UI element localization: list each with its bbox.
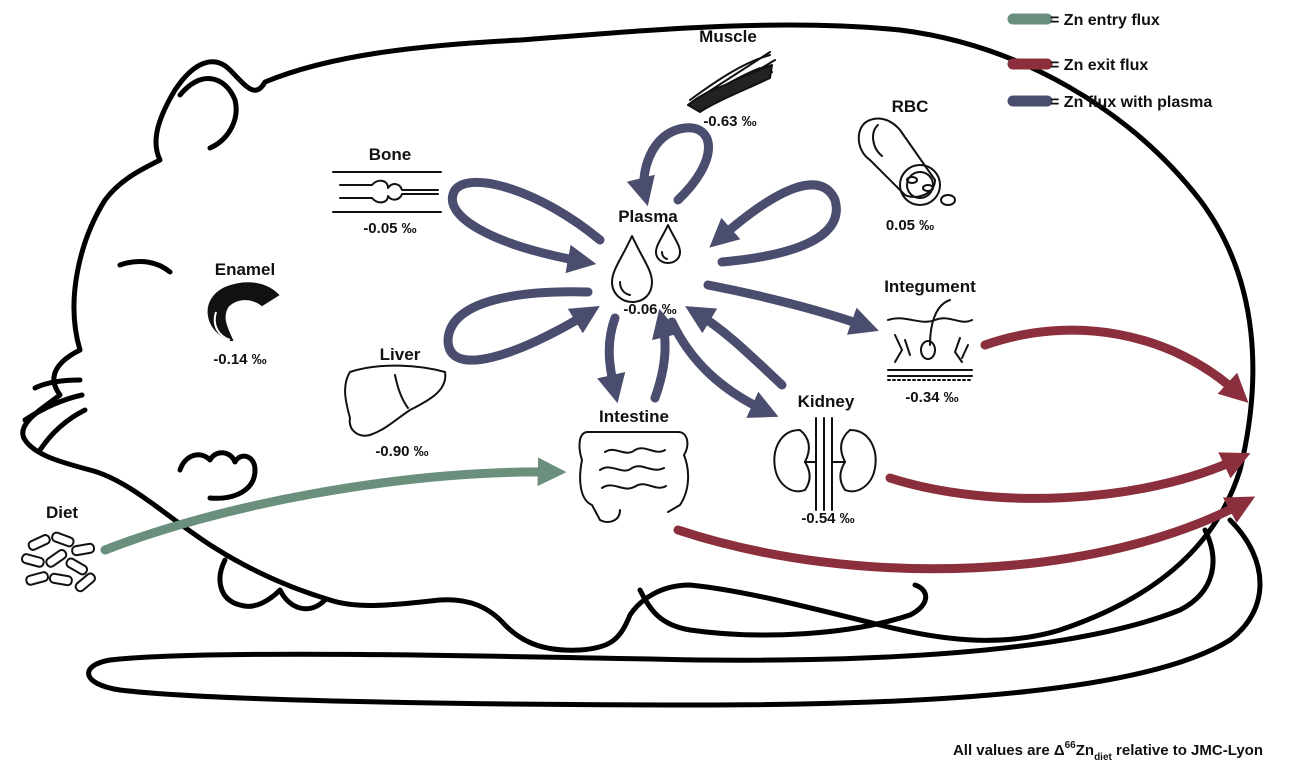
intestine-icon [580,432,689,522]
liver-icon [345,366,445,436]
plasma-to-integument-arrow [708,285,868,327]
diet-label: Diet [46,503,78,522]
footer-prefix: All values are Δ [953,742,1065,759]
rbc-value: 0.05 ‰ [886,217,934,234]
legend-entry: = Zn entry flux [1013,12,1160,29]
skin-hair-icon [888,300,972,380]
rat-tail [89,520,1260,705]
muscle-fiber-icon [688,52,775,112]
entry-flux-arrows [105,472,555,550]
rbc-plasma-loop [718,185,836,262]
integument-label: Integument [884,277,976,296]
rat-outline [23,25,1260,705]
liver-value: -0.90 ‰ [375,443,428,460]
red-blood-cell-icon [859,119,955,205]
legend: = Zn entry flux = Zn exit flux = Zn flux… [1013,12,1212,111]
plasma-label: Plasma [618,207,678,226]
rat-ear [180,79,236,148]
enamel-icon [209,283,278,340]
bone-icon [333,172,441,212]
muscle-plasma-loop [644,128,709,200]
integument-value: -0.34 ‰ [905,389,958,406]
liver-node: Liver -0.90 ‰ [345,345,445,460]
rat-eye [120,261,170,272]
rat-lower-paw [220,560,325,609]
plasma-flux-arrows [448,128,868,412]
bone-node: Bone -0.05 ‰ [333,145,441,237]
legend-entry-label: = Zn entry flux [1050,12,1160,29]
integument-node: Integument -0.34 ‰ [884,277,976,406]
kidney-exit-arrow [890,458,1240,498]
liver-label: Liver [380,345,421,364]
footer-superscript: 66 [1065,740,1077,751]
legend-plasma: = Zn flux with plasma [1013,94,1212,111]
intestine-exit-arrow [678,502,1245,569]
plasma-drops-icon [612,225,680,302]
bone-label: Bone [369,145,412,164]
rat-front-paw [180,453,255,499]
plasma-to-intestine-arrow [609,318,615,392]
bone-value: -0.05 ‰ [363,220,416,237]
legend-plasma-label: = Zn flux with plasma [1050,94,1212,111]
footer-suffix: relative to JMC-Lyon [1112,742,1263,759]
plasma-value: -0.06 ‰ [623,301,676,318]
enamel-node: Enamel -0.14 ‰ [209,260,278,368]
footer-note: All values are Δ66Zndiet relative to JMC… [953,740,1263,763]
footer-element: Zn [1076,742,1094,759]
kidney-value: -0.54 ‰ [801,510,854,527]
bone-plasma-loop [452,182,600,262]
kidney-label: Kidney [798,392,855,411]
intestine-to-plasma-arrow [655,320,665,398]
intestine-label: Intestine [599,407,669,426]
muscle-node: Muscle -0.63 ‰ [688,27,775,130]
enamel-label: Enamel [215,260,275,279]
kidney-node: Kidney -0.54 ‰ [774,392,875,527]
footer-subscript: diet [1094,752,1112,763]
muscle-label: Muscle [699,27,757,46]
intestine-node: Intestine [580,407,689,522]
diet-node: Diet [21,503,97,593]
legend-exit: = Zn exit flux [1013,57,1148,74]
liver-plasma-loop [448,292,590,360]
diet-to-intestine-arrow [105,472,555,550]
kidney-icon [774,418,875,510]
integument-exit-arrow [985,330,1240,395]
muscle-value: -0.63 ‰ [703,113,756,130]
plasma-node: Plasma -0.06 ‰ [612,207,680,318]
rbc-node: RBC 0.05 ‰ [859,97,955,234]
plasma-to-kidney-arrow [672,322,768,412]
legend-exit-label: = Zn exit flux [1050,57,1148,74]
food-pellets-icon [21,531,97,592]
enamel-value: -0.14 ‰ [213,351,266,368]
rbc-label: RBC [892,97,929,116]
